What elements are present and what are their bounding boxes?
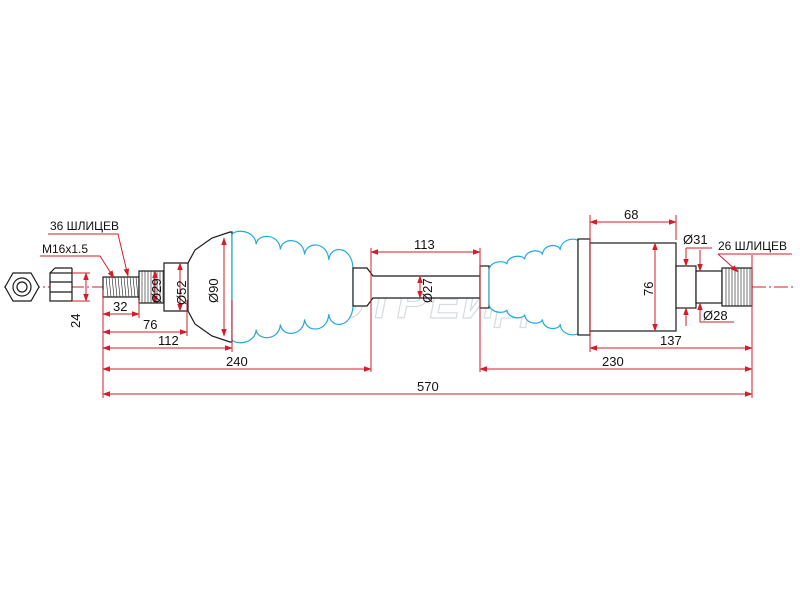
dim-l137: 137 [660,333,682,348]
nut-end-view [4,272,40,302]
thread-line [135,276,139,298]
dim-l570: 570 [417,379,439,394]
dim-l76: 76 [143,317,157,332]
thread-line [108,276,112,298]
thread-line [114,276,118,298]
dim-d52: Ø52 [174,280,189,305]
thread-line [123,276,127,298]
dim-h76: 76 [641,282,656,296]
callout-thread: M16x1.5 [42,242,88,256]
dimension-labels: 36 ШЛИЦЕВ M16x1.5 26 ШЛИЦЕВ Ø29 Ø52 Ø90 … [42,207,787,394]
dim-d31: Ø31 [683,232,708,247]
nut-side-view [49,267,73,302]
thread-line [120,276,124,298]
thread-line [111,276,115,298]
thread-line [105,276,109,298]
dim-l113: 113 [414,237,435,252]
dim-d28: Ø28 [703,308,728,323]
dim-l32: 32 [113,299,127,314]
callout-splines-outer: 36 ШЛИЦЕВ [50,219,119,233]
dimension-lines [40,215,792,398]
dim-d27: Ø27 [420,278,435,303]
dim-d90: Ø90 [206,278,221,303]
inner-cv-housing [577,238,753,336]
thread-line [117,276,121,298]
dim-l230: 230 [602,354,624,369]
callout-splines-inner: 26 ШЛИЦЕВ [718,239,787,253]
dim-nut24: 24 [68,314,83,328]
dim-d29: Ø29 [149,278,164,303]
thread-line [132,276,136,298]
dim-l68: 68 [624,207,638,222]
thread-line [126,276,130,298]
threaded-stub [102,270,165,304]
dim-l112: 112 [158,333,179,348]
thread-line [129,276,133,298]
dim-l240: 240 [226,354,248,369]
